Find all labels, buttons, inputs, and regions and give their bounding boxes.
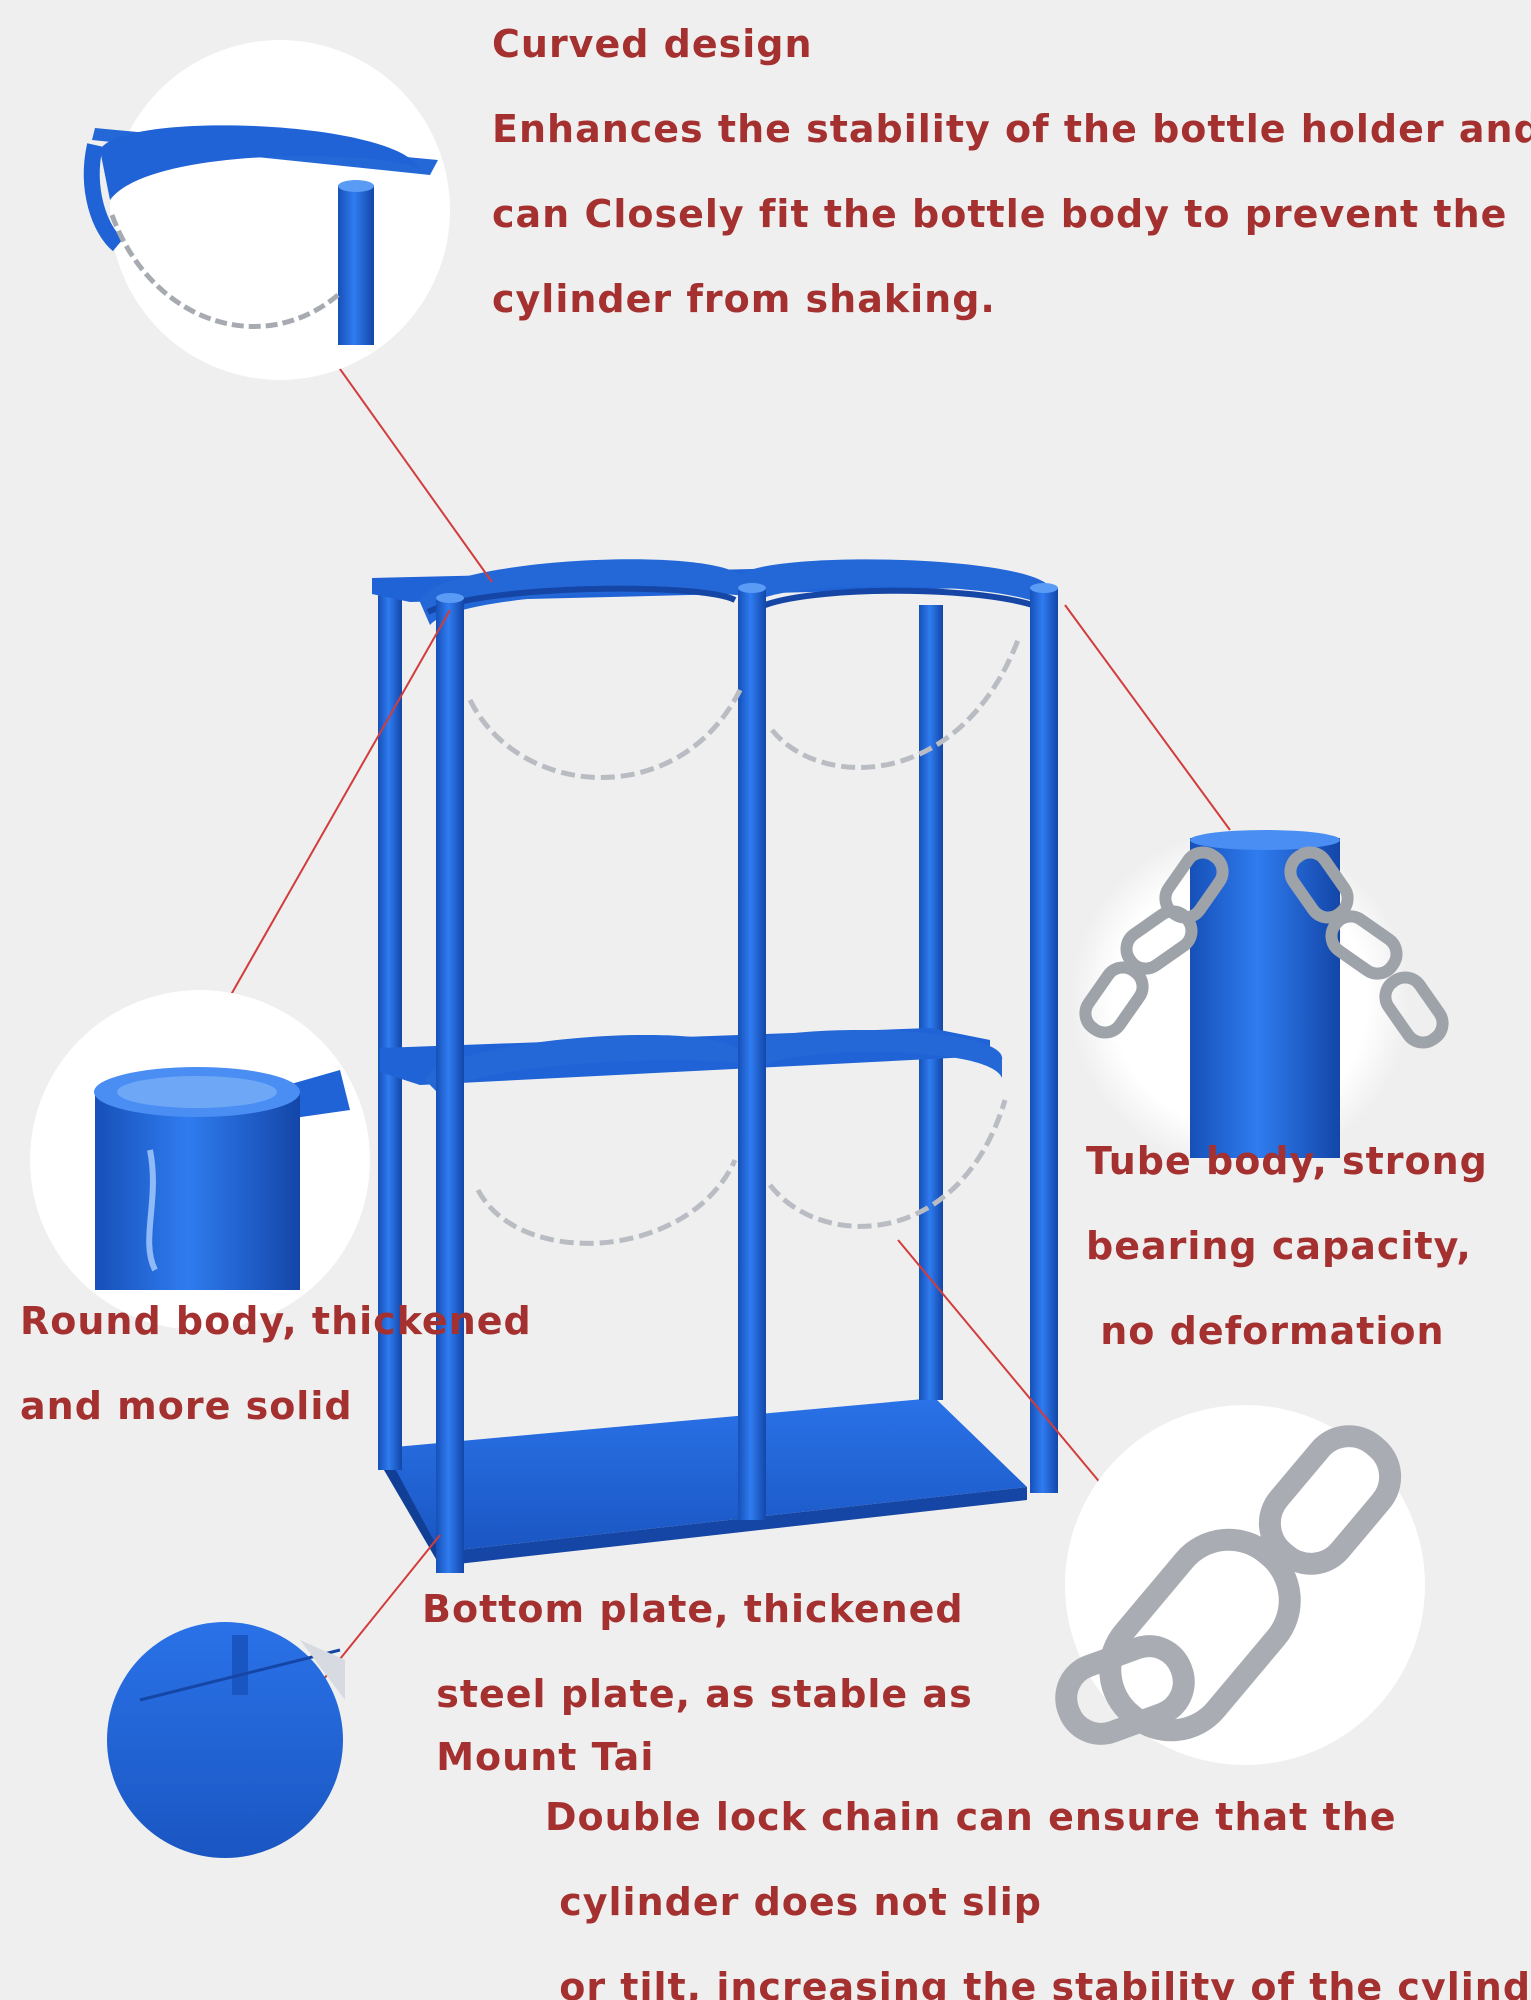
detail-bubble-base [107, 1622, 345, 1858]
pointer-lines [227, 354, 1231, 1691]
detail-bubble-chain [1055, 1405, 1425, 1765]
caption-curved-design: Curved design Enhances the stability of … [492, 2, 1531, 342]
caption-tube-body-line: bearing capacity, [1086, 1224, 1472, 1268]
caption-round-body-line: Round body, thickened [20, 1299, 532, 1343]
caption-curved-design-line: Curved design [492, 22, 813, 66]
bottom-plate [384, 1398, 1027, 1552]
detail-bubble-curved-top [83, 40, 450, 380]
caption-curved-design-line: can Closely fit the bottle body to preve… [492, 192, 1508, 236]
caption-curved-design-line: Enhances the stability of the bottle hol… [492, 107, 1531, 151]
caption-tube-body-line: no deformation [1086, 1309, 1445, 1353]
caption-bottom-plate: Bottom plate, thickened steel plate, as … [422, 1567, 973, 1777]
caption-tube-body-line: Tube body, strong [1086, 1139, 1488, 1183]
rack-chains [467, 639, 1021, 1246]
caption-bottom-plate-line: Mount Tai [422, 1735, 655, 1779]
caption-double-chain: Double lock chain can ensure that the cy… [545, 1775, 1531, 2000]
cylinder-rack [372, 559, 1058, 1573]
detail-bubble-round-body [30, 990, 370, 1330]
caption-bottom-plate-line: Bottom plate, thickened [422, 1587, 964, 1631]
caption-curved-design-line: cylinder from shaking. [492, 277, 996, 321]
caption-bottom-plate-line: steel plate, as stable as [422, 1672, 973, 1716]
caption-tube-body: Tube body, strong bearing capacity, no d… [1086, 1119, 1488, 1374]
caption-double-chain-line: or tilt, increasing the stability of the… [545, 1965, 1531, 2000]
caption-round-body-line: and more solid [20, 1384, 353, 1428]
caption-double-chain-line: Double lock chain can ensure that the [545, 1795, 1397, 1839]
detail-bubble-tube [1070, 830, 1449, 1170]
caption-double-chain-line: cylinder does not slip [545, 1880, 1042, 1924]
caption-round-body: Round body, thickened and more solid [20, 1279, 532, 1449]
